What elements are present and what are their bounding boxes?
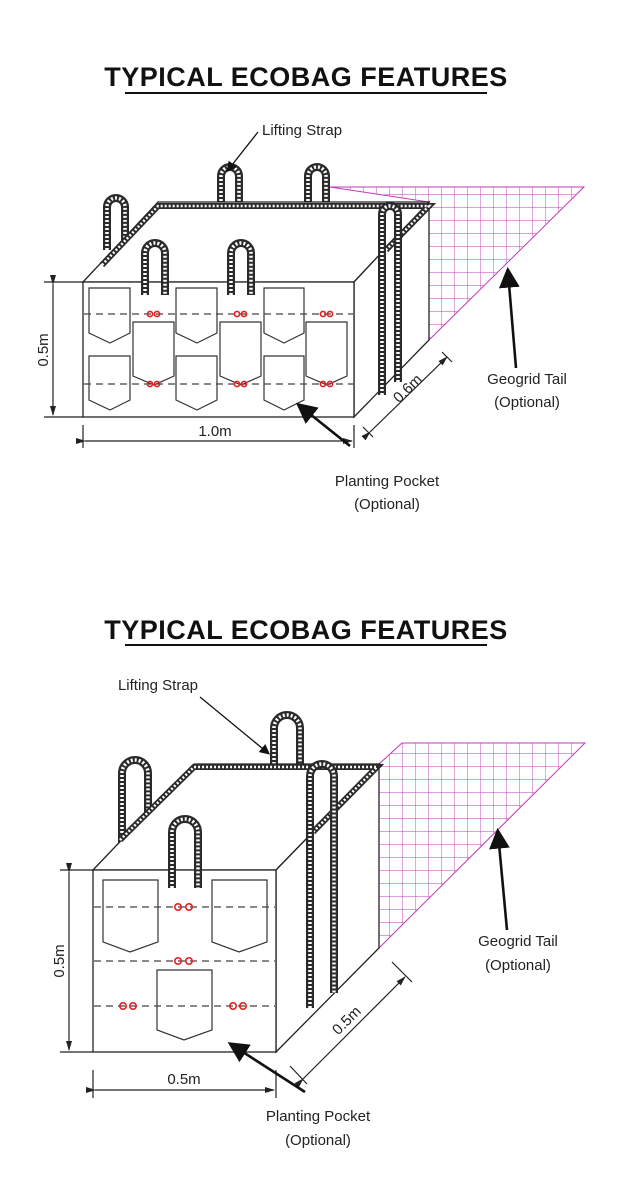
geogrid-tail (378, 742, 587, 950)
geogrid-optional-label: (Optional) (494, 394, 560, 411)
depth-dimension: 0.5m (329, 1003, 365, 1039)
lifting-strap-label: Lifting Strap (118, 677, 198, 694)
planting-pocket-label: Planting Pocket (335, 473, 440, 490)
lifting-strap-back (118, 711, 304, 845)
planting-pocket-optional-label: (Optional) (285, 1132, 351, 1149)
height-dimension: 0.5m (51, 944, 68, 977)
width-dimension: 0.5m (167, 1071, 200, 1088)
geogrid-tail-label: Geogrid Tail (487, 371, 567, 388)
planting-pocket-label: Planting Pocket (266, 1108, 371, 1125)
geogrid-tail-label: Geogrid Tail (478, 933, 558, 950)
stitch-dots (119, 902, 248, 1010)
diagram-cube-ecobag: TYPICAL ECOBAG FEATURES (51, 615, 587, 1149)
planting-pockets (88, 287, 348, 411)
lifting-strap-label: Lifting Strap (262, 122, 342, 139)
stitch-dots (146, 310, 334, 388)
height-dimension: 0.5m (35, 333, 52, 366)
lifting-strap-front (141, 239, 255, 295)
planting-pockets (102, 879, 268, 1041)
diagram-title: TYPICAL ECOBAG FEATURES (104, 615, 508, 645)
geogrid-optional-label: (Optional) (485, 957, 551, 974)
diagram-title: TYPICAL ECOBAG FEATURES (104, 62, 508, 92)
width-dimension: 1.0m (198, 423, 231, 440)
planting-pocket-optional-label: (Optional) (354, 496, 420, 513)
diagram-1x-ecobag: TYPICAL ECOBAG FEATURES (35, 62, 586, 513)
lifting-strap-side (306, 760, 338, 1008)
